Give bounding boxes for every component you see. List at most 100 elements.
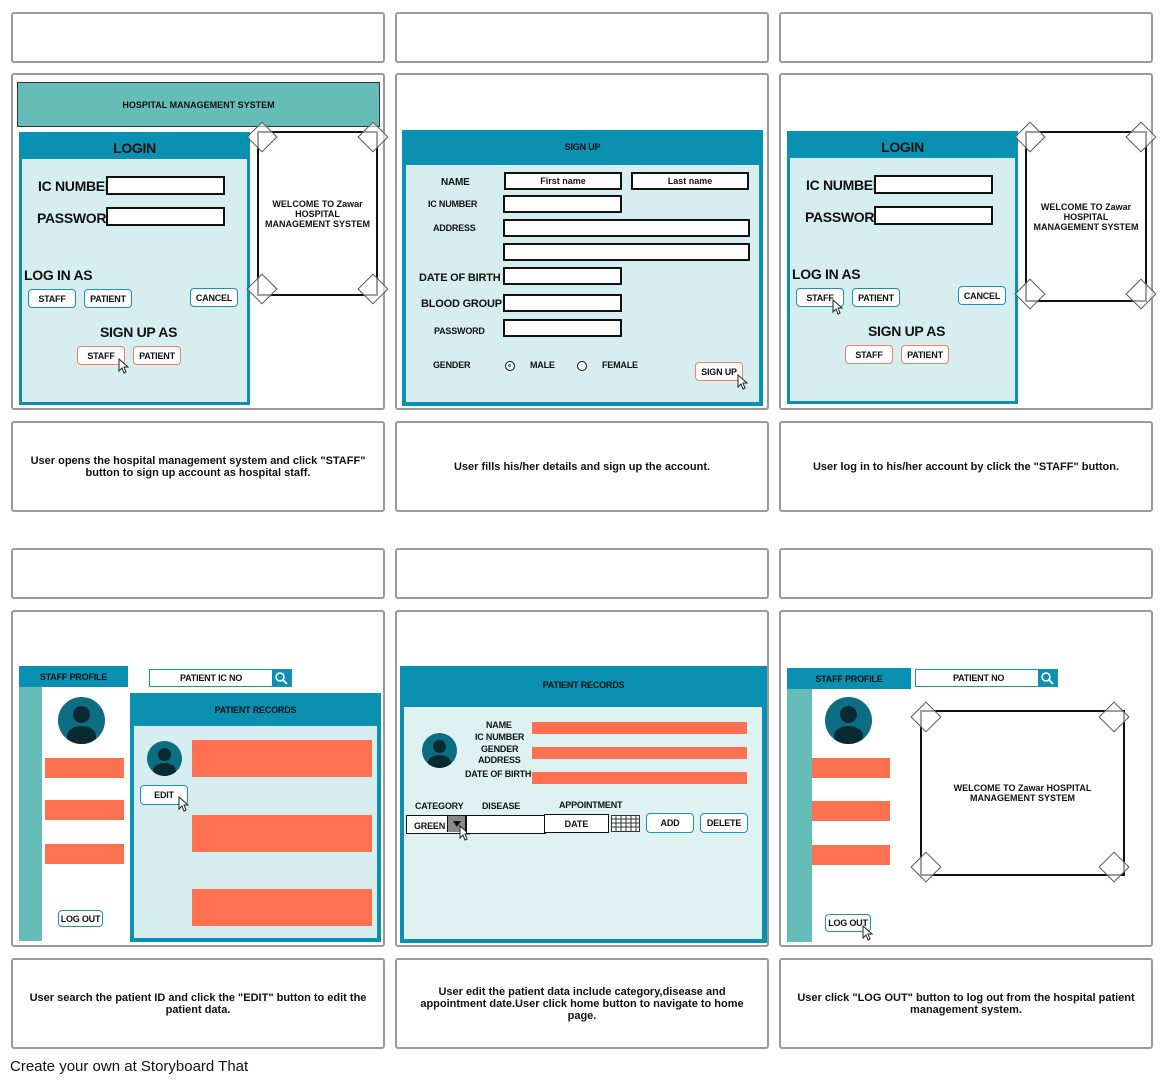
patient-search-box[interactable]: PATIENT IC NO bbox=[149, 669, 292, 687]
logout-button[interactable]: LOG OUT bbox=[825, 914, 871, 932]
patient-records-body: EDIT bbox=[134, 726, 377, 938]
patient-records-card: PATIENT RECORDS EDIT bbox=[130, 693, 381, 942]
search-icon[interactable] bbox=[272, 670, 291, 686]
password-label: PASSWORD bbox=[37, 210, 117, 226]
welcome-poster: WELCOME TO Zawar HOSPITAL MANAGEMENT SYS… bbox=[257, 131, 378, 296]
panel-5-scene: PATIENT RECORDS NAME IC NUMBER GENDER AD… bbox=[395, 610, 769, 947]
mouse-cursor-icon bbox=[862, 925, 874, 941]
search-icon[interactable] bbox=[1038, 670, 1057, 686]
ic-number-label: IC NUMBER bbox=[475, 732, 525, 742]
signup-staff-button[interactable]: STAFF bbox=[77, 346, 125, 365]
app-title-banner: HOSPITAL MANAGEMENT SYSTEM bbox=[17, 82, 380, 127]
patient-search-box[interactable]: PATIENT NO bbox=[915, 669, 1058, 687]
dob-label: DATE OF BIRTH bbox=[465, 769, 532, 779]
delete-button[interactable]: DELETE bbox=[700, 813, 748, 833]
mouse-cursor-icon bbox=[832, 299, 844, 315]
signup-patient-button[interactable]: PATIENT bbox=[133, 346, 181, 365]
appointment-date-input[interactable]: DATE bbox=[544, 814, 609, 833]
category-select[interactable]: GREEN bbox=[406, 815, 466, 834]
ic-number-label: IC NUMBER bbox=[428, 199, 478, 209]
cancel-button[interactable]: CANCEL bbox=[958, 286, 1006, 305]
patient-records-title: PATIENT RECORDS bbox=[542, 680, 625, 690]
password-input[interactable] bbox=[106, 207, 225, 226]
patient-records-title: PATIENT RECORDS bbox=[214, 705, 297, 715]
record-field bbox=[532, 722, 747, 734]
male-radio[interactable] bbox=[505, 361, 515, 371]
login-patient-button[interactable]: PATIENT bbox=[84, 289, 132, 308]
mouse-cursor-icon bbox=[459, 825, 471, 841]
profile-field bbox=[45, 758, 124, 778]
panel-1-title-strip bbox=[11, 12, 385, 63]
blood-group-input[interactable] bbox=[503, 294, 622, 312]
male-label: MALE bbox=[530, 360, 555, 370]
login-patient-button[interactable]: PATIENT bbox=[852, 288, 900, 307]
name-label: NAME bbox=[486, 720, 512, 730]
female-radio[interactable] bbox=[577, 361, 587, 371]
profile-field bbox=[45, 844, 124, 864]
panel-2-title-strip bbox=[395, 12, 769, 63]
edit-button[interactable]: EDIT bbox=[140, 785, 188, 805]
staff-avatar bbox=[58, 697, 105, 744]
signup-staff-button[interactable]: STAFF bbox=[845, 345, 893, 364]
login-staff-button[interactable]: STAFF bbox=[28, 289, 76, 308]
patient-avatar bbox=[147, 741, 182, 776]
panel-3-title-strip bbox=[779, 12, 1153, 63]
dob-input[interactable] bbox=[503, 267, 622, 285]
password-input[interactable] bbox=[503, 319, 622, 337]
password-input[interactable] bbox=[874, 206, 993, 225]
login-staff-button[interactable]: STAFF bbox=[796, 288, 844, 307]
panel-4-scene: STAFF PROFILE LOG OUT PATIENT IC NO PATI… bbox=[11, 610, 385, 947]
panel-6-title-strip bbox=[779, 548, 1153, 599]
search-placeholder: PATIENT NO bbox=[953, 673, 1005, 683]
address-label: ADDRESS bbox=[478, 755, 521, 765]
login-card: LOGIN IC NUMBER PASSWORD LOG IN AS STAFF… bbox=[787, 131, 1018, 404]
first-name-input[interactable]: First name bbox=[504, 172, 622, 190]
panel-1-scene: HOSPITAL MANAGEMENT SYSTEM LOGIN IC NUMB… bbox=[11, 73, 389, 410]
cancel-button[interactable]: CANCEL bbox=[190, 288, 238, 307]
record-field bbox=[192, 740, 372, 777]
signup-patient-button[interactable]: PATIENT bbox=[901, 345, 949, 364]
login-as-label: LOG IN AS bbox=[24, 267, 93, 283]
panel-2-scene: SIGN UP NAME First name Last name IC NUM… bbox=[395, 73, 769, 410]
signup-as-label: SIGN UP AS bbox=[868, 323, 946, 339]
ic-number-input[interactable] bbox=[503, 195, 622, 213]
staff-profile-header: STAFF PROFILE bbox=[19, 666, 128, 687]
sidebar-strip bbox=[19, 687, 42, 941]
mouse-cursor-icon bbox=[178, 796, 190, 812]
mouse-cursor-icon bbox=[118, 358, 130, 374]
ic-number-input[interactable] bbox=[874, 175, 993, 194]
sidebar-strip bbox=[787, 689, 812, 942]
signup-body: NAME First name Last name IC NUMBER ADDR… bbox=[406, 165, 759, 402]
address-input-1[interactable] bbox=[503, 219, 750, 237]
caption-1: User opens the hospital management syste… bbox=[11, 421, 385, 512]
signup-title: SIGN UP bbox=[564, 142, 601, 152]
welcome-poster: WELCOME TO Zawar HOSPITAL MANAGEMENT SYS… bbox=[920, 710, 1125, 876]
profile-field bbox=[45, 800, 124, 820]
ic-number-input[interactable] bbox=[106, 176, 225, 195]
patient-records-body: NAME IC NUMBER GENDER ADDRESS DATE OF BI… bbox=[404, 707, 762, 939]
staff-profile-panel: LOG OUT bbox=[812, 689, 892, 942]
add-button[interactable]: ADD bbox=[646, 813, 694, 833]
ic-number-label: IC NUMBER bbox=[38, 178, 115, 194]
panel-3-scene: LOGIN IC NUMBER PASSWORD LOG IN AS STAFF… bbox=[779, 73, 1157, 410]
address-input-2[interactable] bbox=[503, 243, 750, 261]
address-label: ADDRESS bbox=[433, 223, 476, 233]
profile-field bbox=[812, 758, 890, 778]
last-name-input[interactable]: Last name bbox=[631, 172, 749, 190]
signup-as-label: SIGN UP AS bbox=[100, 324, 178, 340]
calendar-icon[interactable] bbox=[611, 815, 640, 832]
record-field bbox=[192, 889, 372, 926]
ic-number-label: IC NUMBER bbox=[806, 177, 883, 193]
record-field bbox=[192, 815, 372, 852]
mouse-cursor-icon bbox=[737, 374, 749, 390]
caption-4: User search the patient ID and click the… bbox=[11, 958, 385, 1049]
password-label: PASSWORD bbox=[434, 326, 485, 336]
staff-avatar bbox=[825, 697, 872, 744]
panel-4-title-strip bbox=[11, 548, 385, 599]
footer-credit[interactable]: Create your own at Storyboard That bbox=[10, 1058, 249, 1075]
name-label: NAME bbox=[441, 177, 470, 188]
disease-input[interactable] bbox=[466, 815, 546, 834]
welcome-poster: WELCOME TO Zawar HOSPITAL MANAGEMENT SYS… bbox=[1025, 131, 1147, 302]
sign-up-button[interactable]: SIGN UP bbox=[695, 362, 743, 381]
logout-button[interactable]: LOG OUT bbox=[58, 910, 103, 927]
